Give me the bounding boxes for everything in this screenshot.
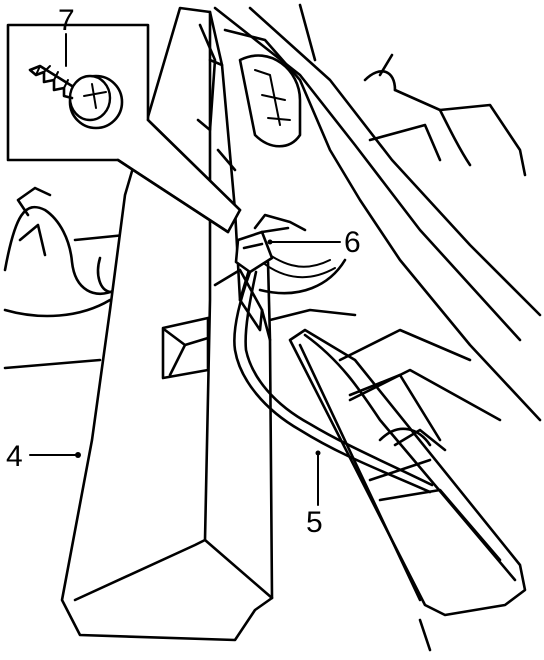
callout-6: 6 xyxy=(267,226,361,259)
background-frame xyxy=(213,3,542,447)
wiring-harness xyxy=(233,249,434,494)
callout-label-4: 4 xyxy=(6,440,23,473)
callout-7: 7 xyxy=(58,4,75,67)
screw-icon xyxy=(28,64,124,130)
seat-track xyxy=(258,258,527,652)
connector xyxy=(234,213,307,274)
callout-label-7: 7 xyxy=(58,4,75,37)
callout-label-5: 5 xyxy=(306,506,323,539)
callout-label-6: 6 xyxy=(344,226,361,259)
callout-5: 5 xyxy=(306,450,323,539)
screw-inset xyxy=(6,23,242,234)
cover-panel xyxy=(60,6,274,642)
callout-4: 4 xyxy=(6,440,81,473)
seat-cushion xyxy=(3,186,127,370)
